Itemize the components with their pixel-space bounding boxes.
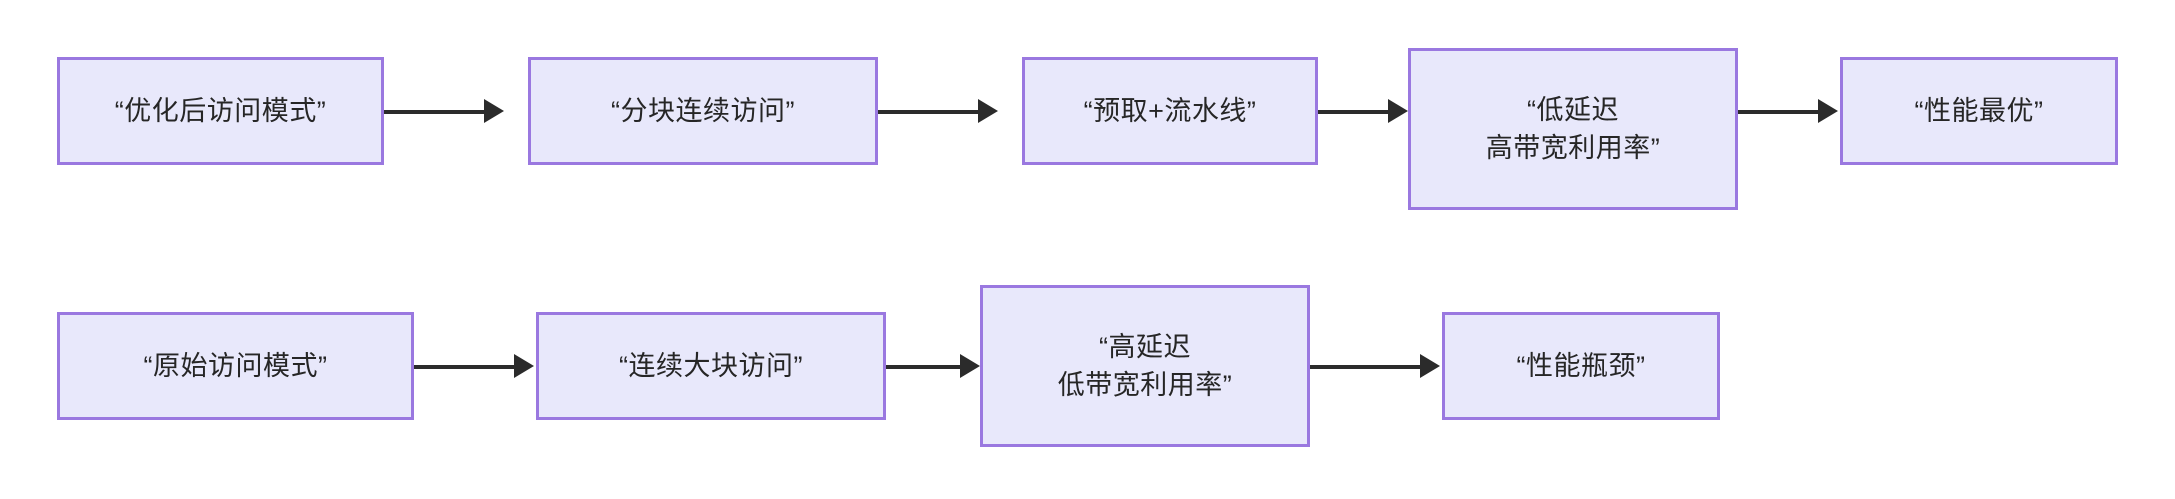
- arrowhead-icon: [978, 99, 998, 123]
- arrowhead-icon: [514, 354, 534, 378]
- flow-node-opt-3[interactable]: “预取+流水线”: [1022, 57, 1318, 165]
- flow-edge-orig-1-to-orig-2: [414, 365, 514, 369]
- flow-node-orig-3[interactable]: “高延迟 低带宽利用率”: [980, 285, 1310, 447]
- flow-node-opt-5[interactable]: “性能最优”: [1840, 57, 2118, 165]
- arrowhead-icon: [960, 354, 980, 378]
- flow-edge-opt-1-to-opt-2: [384, 110, 484, 114]
- arrowhead-icon: [1818, 99, 1838, 123]
- flow-node-opt-4[interactable]: “低延迟 高带宽利用率”: [1408, 48, 1738, 210]
- flow-node-orig-2[interactable]: “连续大块访问”: [536, 312, 886, 420]
- flow-node-orig-4[interactable]: “性能瓶颈”: [1442, 312, 1720, 420]
- flow-node-opt-1[interactable]: “优化后访问模式”: [57, 57, 384, 165]
- flow-edge-orig-3-to-orig-4: [1310, 365, 1420, 369]
- flow-node-opt-2[interactable]: “分块连续访问”: [528, 57, 878, 165]
- flow-edge-opt-3-to-opt-4: [1318, 110, 1388, 114]
- arrowhead-icon: [1388, 99, 1408, 123]
- arrowhead-icon: [1420, 354, 1440, 378]
- arrowhead-icon: [484, 99, 504, 123]
- flow-node-orig-1[interactable]: “原始访问模式”: [57, 312, 414, 420]
- flow-edge-orig-2-to-orig-3: [886, 365, 960, 369]
- flow-edge-opt-2-to-opt-3: [878, 110, 978, 114]
- flow-edge-opt-4-to-opt-5: [1738, 110, 1818, 114]
